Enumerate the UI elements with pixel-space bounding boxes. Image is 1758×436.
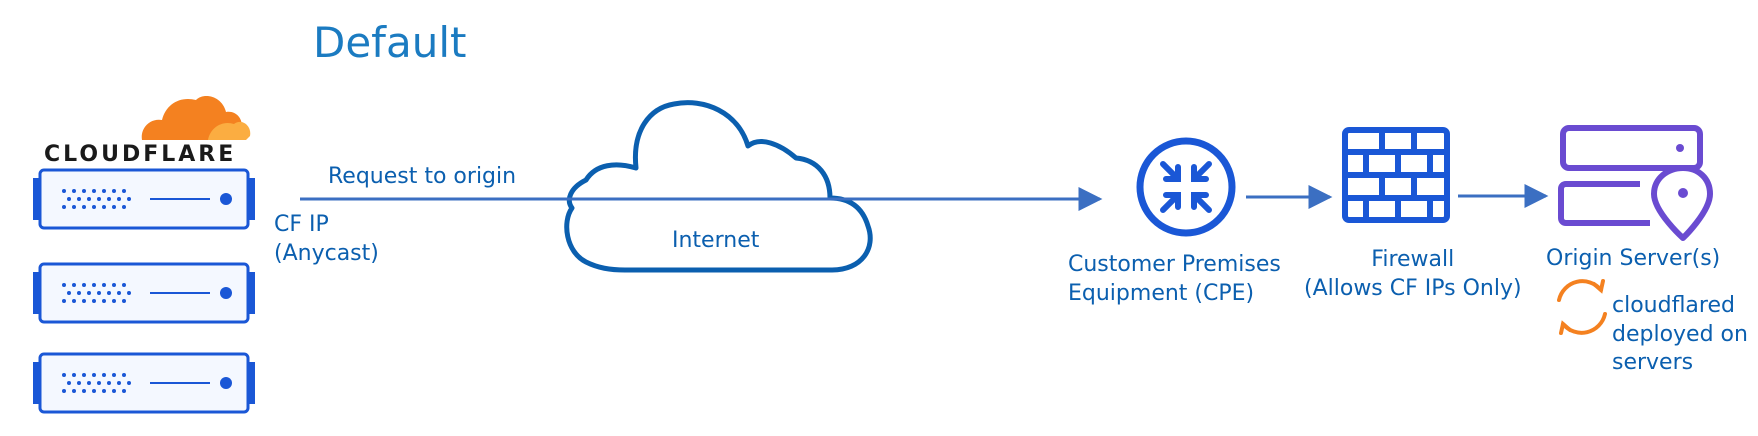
cf-ip-line-2: (Anycast) bbox=[274, 240, 379, 266]
cf-ip-line-1: CF IP bbox=[274, 212, 329, 237]
brick-wall-icon bbox=[1342, 127, 1450, 223]
sync-arrows-icon bbox=[1557, 279, 1607, 335]
cloud-outline-icon bbox=[564, 100, 873, 273]
firewall-label: Firewall (Allows CF IPs Only) bbox=[1304, 246, 1522, 303]
cloudflared-line-1: cloudflared bbox=[1612, 293, 1735, 318]
cpe-label: Customer Premises Equipment (CPE) bbox=[1068, 251, 1281, 308]
server-unit-2 bbox=[33, 262, 255, 324]
cloudflared-line-2: deployed on bbox=[1612, 321, 1748, 347]
request-label: Request to origin bbox=[328, 164, 517, 189]
cloudflare-cloud-icon bbox=[141, 96, 251, 140]
firewall-line-2: (Allows CF IPs Only) bbox=[1304, 275, 1522, 301]
cf-ip-label: CF IP (Anycast) bbox=[274, 211, 379, 268]
origin-label: Origin Server(s) bbox=[1546, 246, 1721, 271]
cpe-line-1: Customer Premises bbox=[1068, 252, 1281, 277]
server-unit-1 bbox=[33, 168, 255, 230]
router-arrows-icon bbox=[1136, 137, 1236, 237]
firewall-line-1: Firewall bbox=[1371, 247, 1455, 272]
cloudflared-line-3: servers bbox=[1612, 350, 1694, 376]
internet-label: Internet bbox=[672, 228, 760, 253]
cloudflare-logo-text: CLOUDFLARE bbox=[44, 142, 237, 167]
server-location-icon bbox=[1558, 125, 1713, 241]
cloudflared-label: cloudflared deployed on servers bbox=[1612, 292, 1748, 378]
server-unit-3 bbox=[33, 352, 255, 414]
page-title: Default bbox=[313, 18, 467, 67]
cpe-line-2: Equipment (CPE) bbox=[1068, 280, 1255, 306]
